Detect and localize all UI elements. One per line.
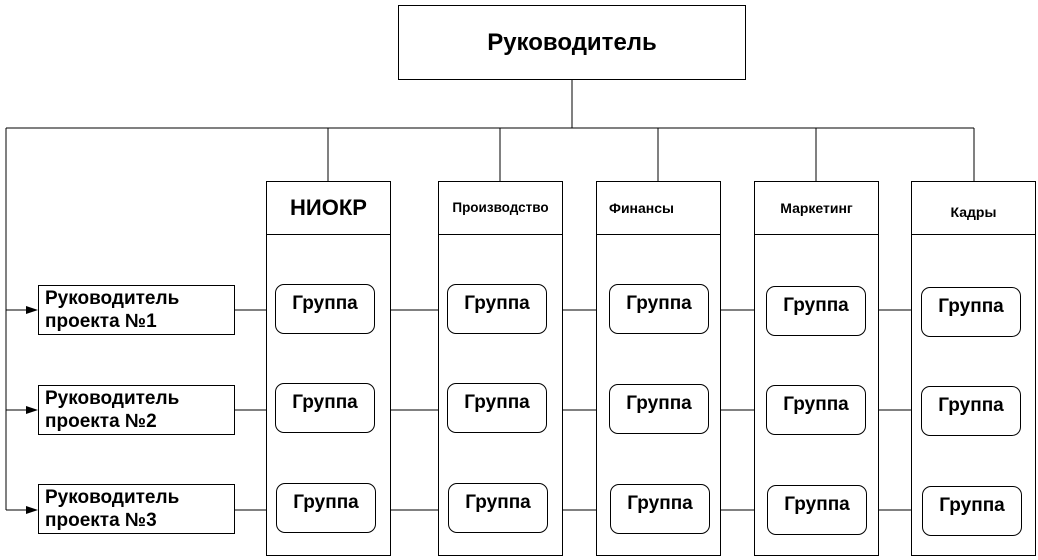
project-manager-1: Руководитель проекта №1 [38,285,235,335]
project-manager-3: Руководитель проекта №3 [38,484,235,534]
department-title-hr: Кадры [950,204,997,220]
project-manager-1-line1: Руководитель [45,288,180,309]
group-hr-2: Группа [921,386,1021,436]
group-finance-3: Группа [610,484,710,534]
project-manager-1-line2: проекта №1 [45,311,157,332]
arrowhead-pm2 [26,406,38,414]
group-marketing-2: Группа [766,385,866,435]
project-manager-3-line1: Руководитель [45,487,180,508]
group-hr-3: Группа [922,486,1022,536]
group-production-1: Группа [447,284,547,334]
top-manager-box: Руководитель [398,5,746,80]
arrowhead-pm3 [26,506,38,514]
group-marketing-1: Группа [766,286,866,336]
top-manager-title: Руководитель [487,29,657,56]
department-title-production: Производство [452,199,549,215]
department-divider [912,234,1035,235]
department-divider [597,234,720,235]
arrowhead-pm1 [26,306,38,314]
group-hr-1: Группа [921,287,1021,337]
department-divider [755,234,878,235]
group-production-3: Группа [448,483,548,533]
department-title-finance: Финансы [609,200,674,216]
department-divider [267,234,390,235]
project-manager-2-line2: проекта №2 [45,411,157,432]
project-manager-3-line2: проекта №3 [45,510,157,531]
group-niokr-3: Группа [276,483,376,533]
department-title-marketing: Маркетинг [780,200,853,216]
group-niokr-1: Группа [275,284,375,334]
group-niokr-2: Группа [275,383,375,433]
group-production-2: Группа [447,383,547,433]
group-marketing-3: Группа [767,485,867,535]
department-divider [439,234,562,235]
group-finance-2: Группа [609,384,709,434]
department-title-niokr: НИОКР [290,195,367,220]
group-finance-1: Группа [609,284,709,334]
project-manager-2-line1: Руководитель [45,388,180,409]
project-manager-2: Руководитель проекта №2 [38,385,235,435]
